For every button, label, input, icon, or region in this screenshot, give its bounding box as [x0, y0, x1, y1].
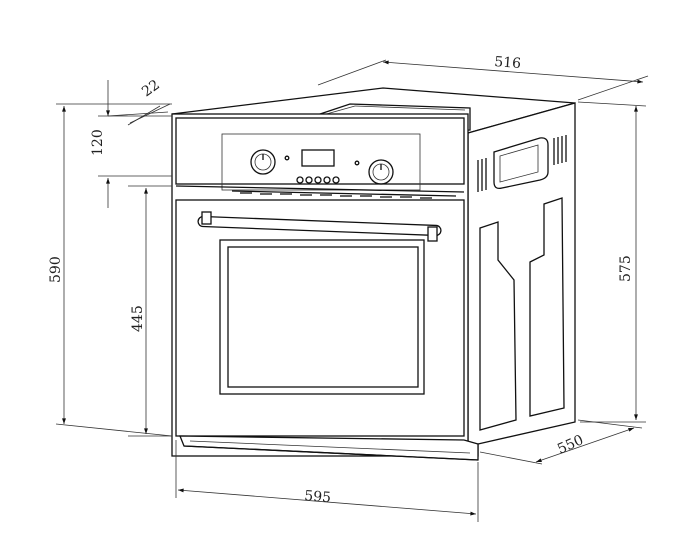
door-handle: [197, 211, 442, 242]
control-panel-strip: [221, 133, 421, 191]
side-vent-left: [477, 158, 487, 192]
dimension-labels: 516 22 120 590 445 575 550 595: [48, 54, 634, 506]
label-door-height: 445: [130, 305, 146, 332]
door-window-outer: [219, 239, 425, 395]
dim-line-front-width: [177, 488, 477, 516]
side-channel-right: [529, 197, 565, 417]
dimension-lines: [55, 59, 649, 522]
label-panel-height: 120: [90, 129, 106, 156]
label-total-height: 590: [48, 256, 64, 283]
right-control-knob: [368, 159, 394, 185]
left-control-knob: [250, 149, 276, 175]
control-panel: [175, 117, 465, 185]
oven-drawing: [171, 87, 576, 461]
oven-front-frame: [171, 113, 469, 457]
side-vent-right: [553, 135, 567, 165]
side-carry-handle: [493, 137, 549, 190]
control-buttons: [296, 176, 340, 184]
dim-line-body-depth: [535, 427, 635, 463]
label-body-depth: 550: [555, 432, 586, 457]
label-top-offset: 22: [139, 77, 163, 100]
front-vent-slots: [175, 185, 465, 199]
label-top-depth: 516: [494, 54, 522, 72]
dim-line-top-depth: [382, 60, 644, 84]
label-front-width: 595: [304, 488, 332, 506]
side-channel-left: [479, 221, 517, 431]
label-body-height: 575: [618, 255, 634, 282]
door-window-inner: [227, 246, 419, 388]
timer-display: [301, 149, 335, 167]
oven-side-panel: [467, 102, 576, 457]
oven-door: [175, 199, 465, 437]
oven-bottom-plinth: [179, 435, 479, 461]
dim-line-offset: [127, 105, 161, 126]
